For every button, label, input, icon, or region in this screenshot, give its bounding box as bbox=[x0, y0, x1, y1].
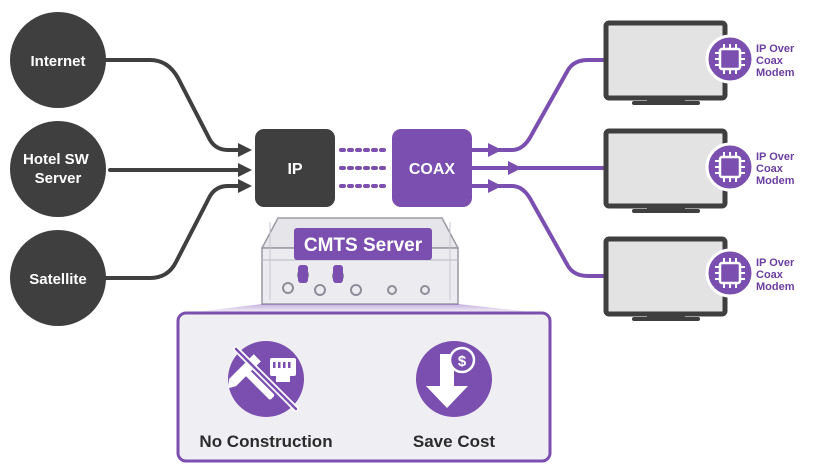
ip-box-label: IP bbox=[287, 161, 302, 178]
source-hotel-sw-server: Hotel SW Server bbox=[10, 121, 106, 217]
tv-1: IP Over Coax Modem bbox=[603, 20, 797, 105]
chip-icon bbox=[705, 34, 755, 84]
no-construction-icon bbox=[228, 341, 304, 417]
modem-label: IP Over Coax Modem bbox=[756, 257, 797, 293]
dollar-sign-icon: $ bbox=[458, 353, 467, 370]
arrowhead bbox=[508, 161, 522, 175]
coax-box-label: COAX bbox=[409, 161, 456, 178]
arrowhead bbox=[488, 143, 502, 157]
source-connectors bbox=[98, 58, 242, 280]
arrowhead bbox=[488, 179, 502, 193]
cmts-label: CMTS Server bbox=[304, 235, 423, 256]
arrowhead bbox=[238, 143, 252, 157]
modem-label: IP Over Coax Modem bbox=[756, 151, 797, 187]
ip-box: IP bbox=[255, 129, 335, 207]
source-label: Satellite bbox=[29, 271, 87, 288]
modem-label: IP Over Coax Modem bbox=[756, 43, 797, 79]
cmts-server: CMTS Server bbox=[260, 217, 460, 305]
arrowhead bbox=[238, 179, 252, 193]
tv1-connector bbox=[470, 58, 607, 152]
benefit-label-save-cost: Save Cost bbox=[413, 432, 496, 451]
benefit-label-no-construction: No Construction bbox=[199, 432, 332, 451]
tv-connectors bbox=[470, 58, 607, 278]
tv-2: IP Over Coax Modem bbox=[603, 128, 797, 213]
source-internet: Internet bbox=[10, 12, 106, 108]
tv3-connector bbox=[470, 184, 607, 278]
internet-connector bbox=[98, 58, 242, 152]
source-label: Hotel SW Server bbox=[23, 151, 93, 187]
arrowhead bbox=[238, 163, 252, 177]
save-cost-icon: $ bbox=[416, 341, 492, 417]
coax-box: COAX bbox=[392, 129, 472, 207]
source-arrowheads bbox=[238, 143, 252, 193]
dotted-links bbox=[339, 148, 390, 188]
chip-icon bbox=[705, 248, 755, 298]
source-label: Internet bbox=[30, 53, 85, 70]
tv-arrowheads bbox=[488, 143, 522, 193]
source-satellite: Satellite bbox=[10, 230, 106, 326]
satellite-connector bbox=[98, 184, 242, 280]
cmts-label-box bbox=[294, 228, 432, 260]
tv-3: IP Over Coax Modem bbox=[603, 236, 797, 321]
chip-icon bbox=[705, 142, 755, 192]
